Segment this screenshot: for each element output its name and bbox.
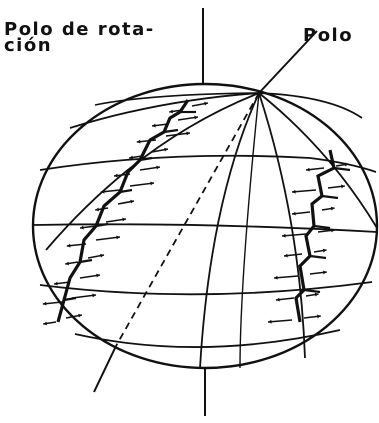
arrow-head <box>137 140 141 144</box>
latitude-line-1 <box>70 93 362 128</box>
arrow-head <box>274 276 278 280</box>
arrow-head <box>284 254 288 258</box>
spreading-arrow <box>274 276 298 278</box>
spreading-arrow <box>72 295 96 298</box>
arrow-head <box>43 302 47 306</box>
arrow-head <box>67 244 71 248</box>
spreading-arrow <box>268 320 292 322</box>
rotation-pole-label: Polo de rota- ción <box>4 22 155 54</box>
arrow-head <box>292 190 296 194</box>
spreading-arrow <box>292 190 316 192</box>
meridian-4 <box>259 93 377 228</box>
spreading-arrow <box>96 237 120 240</box>
arrow-head <box>306 168 310 172</box>
rotation-pole-label-line2: ción <box>4 35 52 56</box>
pole-axis-dashed <box>116 93 259 346</box>
meridian-2 <box>200 93 259 368</box>
arrow-head <box>282 234 286 238</box>
arrow-head <box>268 320 272 324</box>
pole-axis-bottom <box>94 346 116 392</box>
arrow-head <box>292 212 296 216</box>
arrow-head <box>276 298 280 302</box>
left-transform-faults <box>64 112 196 300</box>
spreading-arrow <box>130 183 154 186</box>
spreading-arrow <box>282 234 306 236</box>
pole-label: Polo <box>303 28 353 44</box>
